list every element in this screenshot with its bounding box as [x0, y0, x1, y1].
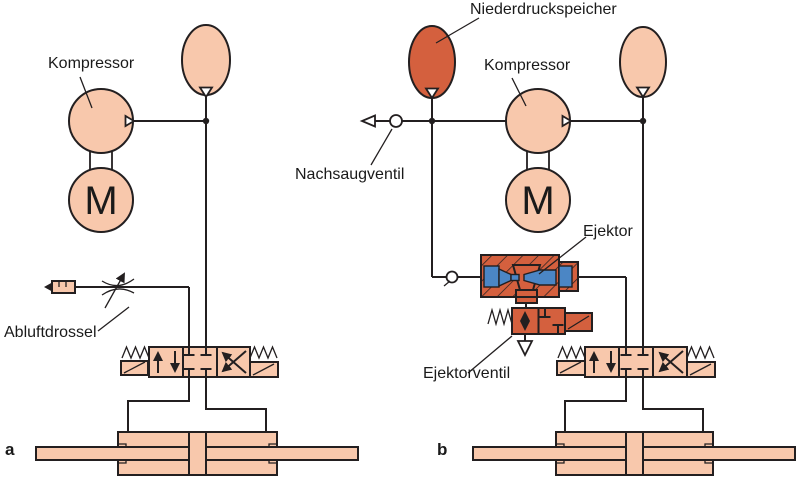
junction-dot: [639, 117, 647, 125]
spring: [487, 307, 513, 327]
diagram-tag-b: b: [437, 440, 448, 459]
throttle-adjust-arrow: [104, 272, 125, 309]
silencer-tip: [44, 282, 53, 292]
throttle-arc-bottom: [101, 288, 135, 296]
label-ejektor: Ejektor: [583, 223, 633, 240]
low-pressure-accumulator: [408, 25, 456, 100]
compressor-unit-b: M: [505, 88, 573, 233]
diagram-a: M: [35, 24, 359, 476]
exhaust-triangle: [516, 340, 534, 358]
silencer-body: [51, 280, 76, 294]
directional-valve-b: [556, 345, 716, 378]
ejector-valve: [487, 307, 593, 358]
label-abluftdrossel: Abluftdrossel: [4, 324, 97, 341]
diagram-tag-a: a: [5, 440, 15, 459]
check-ball: [389, 114, 403, 128]
suction-check-valve: [359, 114, 403, 128]
connection-lines-a: [75, 96, 267, 432]
outlet-port-blue: [558, 265, 573, 288]
nozzle-needle: [510, 273, 520, 282]
ejector: [443, 254, 579, 304]
spring-left: [121, 345, 150, 360]
label-kompressor-b: Kompressor: [484, 57, 571, 74]
leader-lines-b: [370, 17, 587, 374]
leader-lines-a: [79, 76, 130, 332]
compressor-unit-a: M: [68, 88, 136, 233]
receiver-port-triangle: [198, 86, 214, 99]
spring-right: [686, 345, 715, 360]
piston: [188, 431, 207, 476]
compressor-circle: [505, 88, 571, 154]
compressor-outlet-triangle: [561, 114, 573, 128]
receiver-port-triangle: [424, 87, 440, 100]
cylinder-b: [472, 431, 796, 476]
label-niederdruckspeicher: Niederdruckspeicher: [470, 1, 617, 18]
compressor-outlet-triangle: [124, 114, 136, 128]
label-nachsaugventil: Nachsaugventil: [295, 166, 405, 183]
motor-letter: M: [84, 179, 117, 223]
junction-dot: [202, 117, 210, 125]
compressor-circle: [68, 88, 134, 154]
motor-letter: M: [521, 179, 554, 223]
piston: [625, 431, 644, 476]
label-ejektorventil: Ejektorventil: [423, 365, 511, 382]
spring-right: [249, 345, 278, 360]
motor-circle: [505, 167, 571, 233]
junction-dot: [428, 117, 436, 125]
exhaust-throttle: [44, 272, 135, 309]
diffuser-blue: [523, 269, 557, 286]
air-receiver-a: [181, 24, 231, 99]
label-kompressor-a: Kompressor: [48, 55, 135, 72]
motor-circle: [68, 167, 134, 233]
air-receiver-b: [619, 26, 667, 99]
spring-left: [557, 345, 586, 360]
ejector-check-ball: [445, 270, 459, 284]
cylinder-a: [35, 431, 359, 476]
diagram-b: M: [359, 17, 796, 476]
receiver-port-triangle: [635, 86, 651, 99]
connection-lines-b: [375, 97, 704, 432]
intake-triangle: [359, 114, 376, 128]
inlet-port-blue: [483, 265, 500, 288]
directional-valve-a: [120, 345, 279, 378]
